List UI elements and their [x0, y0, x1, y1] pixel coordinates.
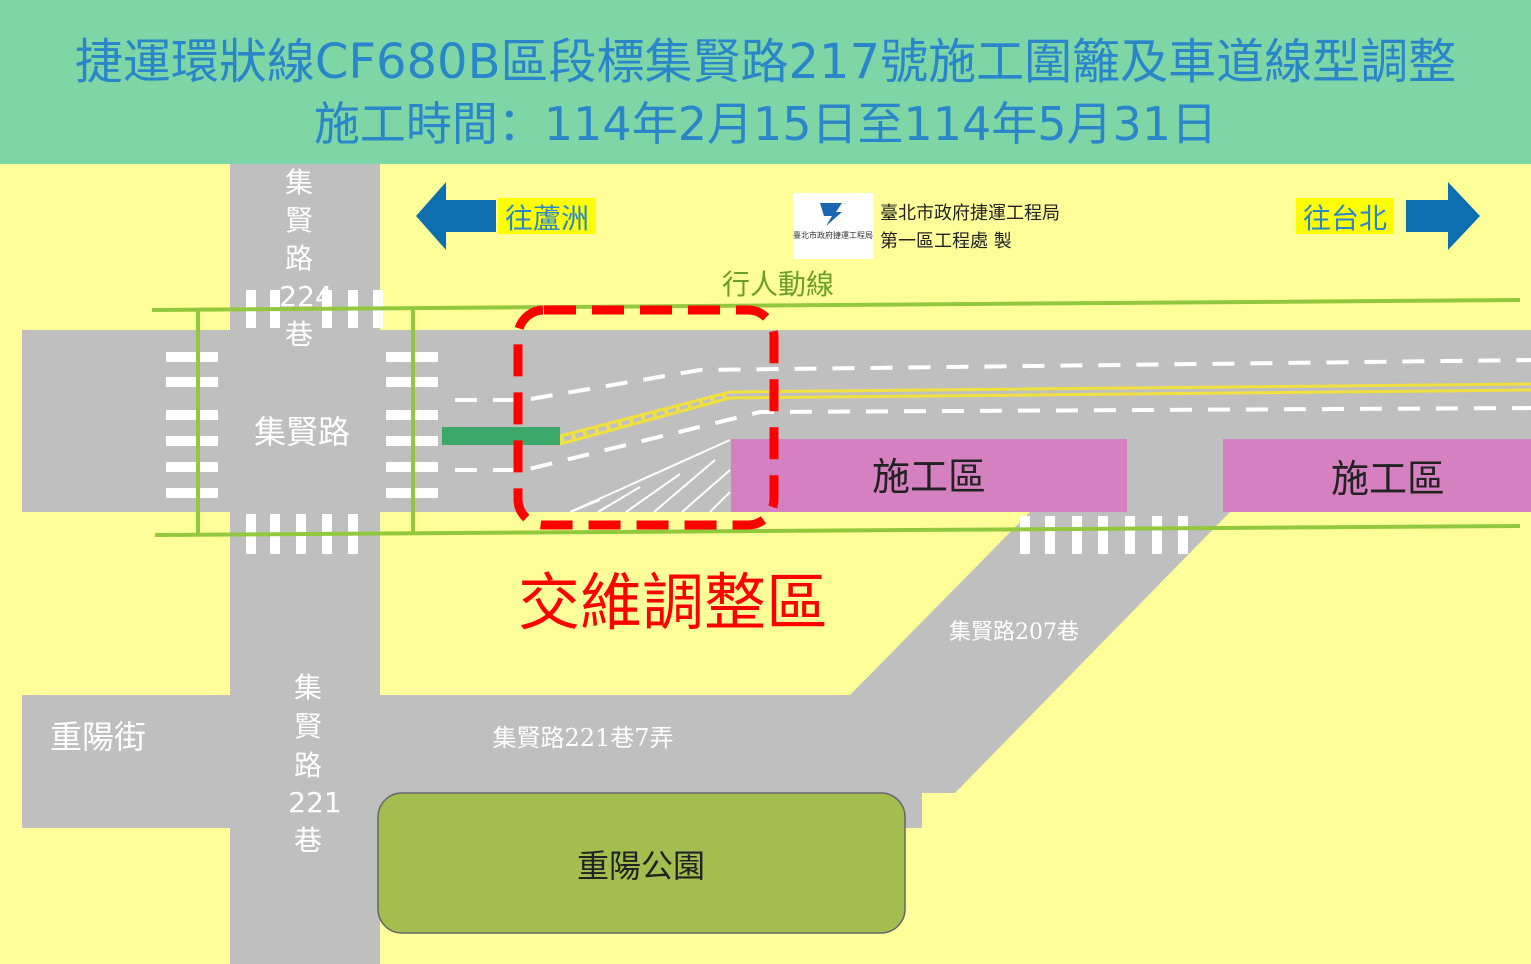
traffic-adjust-zone-label: 交維調整區 — [518, 566, 828, 639]
street-label-chongyang: 重陽街 — [50, 718, 146, 756]
lane-line-lower — [455, 406, 1531, 472]
lane-line-upper — [455, 358, 1531, 402]
direction-right-label: 往台北 — [1303, 202, 1387, 235]
svg-text:賢: 賢 — [294, 710, 322, 743]
pedestrian-route-label: 行人動線 — [722, 268, 834, 301]
arrow-left-icon — [416, 182, 496, 250]
agency-logo: 臺北市政府捷運工程局 — [793, 193, 873, 259]
svg-text:224: 224 — [279, 280, 332, 313]
yellow-line-1 — [559, 382, 1531, 438]
construction-zone-2 — [1223, 439, 1531, 512]
lane-markings — [455, 358, 1531, 472]
crosswalk-left — [166, 352, 218, 498]
street-label-lane-221: 集 賢 路 221 巷 — [288, 671, 341, 857]
street-label-main-road: 集賢路 — [254, 413, 350, 451]
direction-left-label: 往蘆洲 — [505, 202, 589, 235]
construction-zone-2-label: 施工區 — [1331, 457, 1445, 501]
traffic-adjust-zone-outline — [513, 305, 779, 530]
street-label-lane-224: 集 賢 路 224 巷 — [279, 166, 332, 351]
crosswalk-lane-207 — [1020, 516, 1188, 554]
svg-text:路: 路 — [285, 242, 313, 275]
svg-text:221: 221 — [288, 786, 341, 819]
street-label-alley-221-7: 集賢路221巷7弄 — [492, 724, 673, 752]
road-lane-207 — [850, 512, 1230, 793]
agency-name: 臺北市政府捷運工程局 — [880, 203, 1060, 224]
pedestrian-route — [151, 298, 1521, 537]
page-title: 捷運環狀線CF680B區段標集賢路217號施工圍籬及車道線型調整 — [74, 34, 1457, 90]
svg-text:路: 路 — [294, 749, 322, 782]
yellow-dash-transition — [558, 391, 732, 444]
road-map: 往蘆洲 往台北 臺北市政府捷運工程局 臺北市政府捷運工程局 第一區工程處 製 行… — [22, 164, 1531, 964]
construction-zone-1 — [731, 439, 1127, 512]
svg-text:巷: 巷 — [285, 318, 313, 351]
agency-office: 第一區工程處 製 — [880, 231, 1012, 252]
svg-text:賢: 賢 — [285, 204, 313, 237]
chongyang-park — [377, 792, 906, 934]
svg-text:巷: 巷 — [294, 824, 322, 857]
direction-right-highlight — [1296, 198, 1394, 234]
park-label: 重陽公園 — [577, 847, 705, 885]
direction-left-highlight — [498, 198, 596, 234]
street-label-lane-207: 集賢路207巷 — [949, 620, 1079, 645]
construction-zone-1-label: 施工區 — [872, 455, 986, 499]
header-banner: 捷運環狀線CF680B區段標集賢路217號施工圍籬及車道線型調整 施工時間：11… — [0, 0, 1531, 164]
metro-logo-icon — [820, 203, 842, 226]
barrier-bar — [442, 427, 560, 445]
hatched-taper — [569, 439, 731, 513]
svg-text:集: 集 — [294, 671, 322, 704]
construction-schedule: 施工時間：114年2月15日至114年5月31日 — [313, 97, 1218, 151]
logo-caption: 臺北市政府捷運工程局 — [793, 230, 873, 240]
svg-text:集: 集 — [285, 166, 313, 199]
yellow-line-2 — [559, 388, 1531, 446]
arrow-right-icon — [1406, 182, 1480, 250]
